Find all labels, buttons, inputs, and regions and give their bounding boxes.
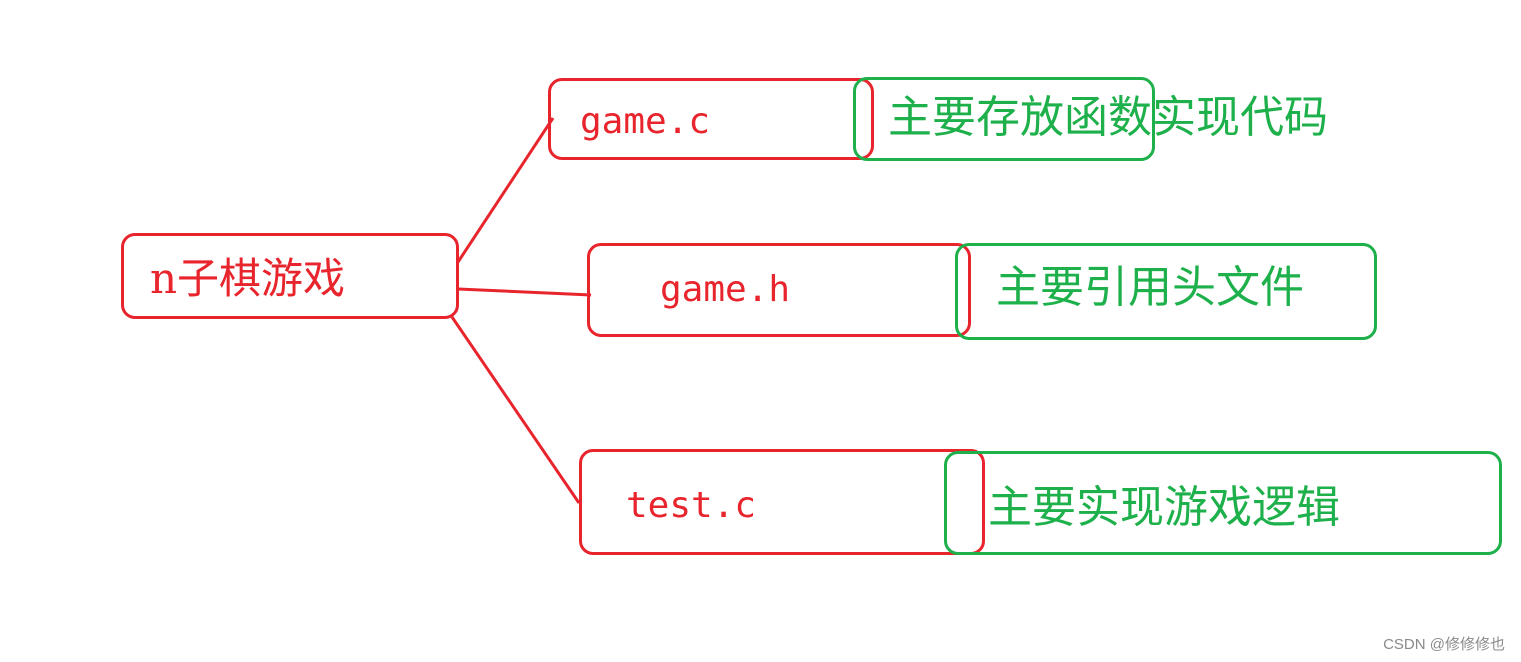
file-node-game-c-box — [548, 78, 874, 160]
file-node-game-h-box — [587, 243, 971, 337]
root-node-label: n子棋游戏 — [150, 254, 346, 303]
description-box-test-c — [944, 451, 1502, 555]
description-box-game-c — [853, 77, 1155, 161]
description-test-c: 主要实现游戏逻辑 — [988, 482, 1340, 533]
watermark-text: CSDN @修修修也 — [1383, 636, 1505, 653]
description-game-c: 主要存放函数实现代码 — [888, 92, 1328, 143]
connector-root-to-game-c — [456, 117, 555, 263]
file-node-test-c-box — [579, 449, 985, 555]
root-node-box — [121, 233, 459, 319]
description-game-h: 主要引用头文件 — [996, 262, 1304, 313]
file-node-game-c-label: game.c — [580, 101, 711, 142]
connector-root-to-game-h — [457, 287, 592, 297]
file-node-game-h-label: game.h — [660, 269, 791, 310]
description-box-game-h — [955, 243, 1377, 340]
connector-root-to-test-c — [450, 316, 581, 504]
file-node-test-c-label: test.c — [626, 485, 757, 526]
